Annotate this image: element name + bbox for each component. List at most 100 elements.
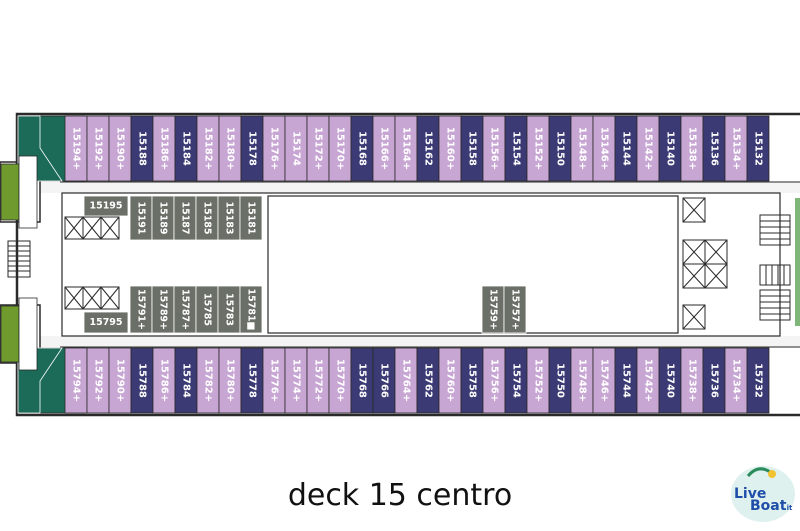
- cabin-15168[interactable]: 15168: [350, 115, 374, 182]
- cabin-15736[interactable]: 15736: [702, 347, 726, 414]
- cabin-15783[interactable]: 15783: [217, 285, 241, 334]
- cabin-15787[interactable]: 15787+: [173, 285, 197, 334]
- cabin-15178[interactable]: 15178: [240, 115, 264, 182]
- cabin-15788[interactable]: 15788: [130, 347, 154, 414]
- service-shaft-top-left: [64, 216, 120, 240]
- cabin-15770[interactable]: 15770+: [328, 347, 352, 414]
- cabin-15750[interactable]: 15750: [548, 347, 572, 414]
- cabin-15195[interactable]: 15195: [83, 195, 129, 217]
- cabin-number-15746: 15746+: [599, 359, 610, 402]
- cabin-15194[interactable]: 15194+: [64, 115, 88, 182]
- cabin-15158[interactable]: 15158: [460, 115, 484, 182]
- cabin-15184[interactable]: 15184: [174, 115, 198, 182]
- cabin-15172[interactable]: 15172+: [306, 115, 330, 182]
- cabin-15148[interactable]: 15148+: [570, 115, 594, 182]
- cabin-number-15187: 15187: [180, 201, 191, 234]
- cabin-number-15190: 15190+: [115, 127, 126, 170]
- cabin-15776[interactable]: 15776+: [262, 347, 286, 414]
- cabin-15186[interactable]: 15186+: [152, 115, 176, 182]
- cabin-15790[interactable]: 15790+: [108, 347, 132, 414]
- cabin-15785[interactable]: 15785: [195, 285, 219, 334]
- service-shaft-bottom-left: [64, 286, 120, 310]
- cabin-15756[interactable]: 15756+: [482, 347, 506, 414]
- cabin-15154[interactable]: 15154: [504, 115, 528, 182]
- cabin-15136[interactable]: 15136: [702, 115, 726, 182]
- cabin-number-15168: 15168: [357, 131, 368, 166]
- cabin-15791[interactable]: 15791+: [129, 285, 153, 334]
- cabin-15198[interactable]: 15198■: [0, 155, 38, 229]
- cabin-15166[interactable]: 15166+: [372, 115, 396, 182]
- cabin-15780[interactable]: 15780+: [218, 347, 242, 414]
- cabin-15156[interactable]: 15156+: [482, 115, 506, 182]
- cabin-15182[interactable]: 15182+: [196, 115, 220, 182]
- cabin-15134[interactable]: 15134+: [724, 115, 748, 182]
- cabin-15152[interactable]: 15152+: [526, 115, 550, 182]
- cabin-15759[interactable]: 15759+: [481, 285, 505, 334]
- cabin-number-15764: 15764+: [401, 359, 412, 402]
- cabin-15758[interactable]: 15758: [460, 347, 484, 414]
- cabin-15192[interactable]: 15192+: [86, 115, 110, 182]
- cabin-15784[interactable]: 15784: [174, 347, 198, 414]
- cabin-15762[interactable]: 15762: [416, 347, 440, 414]
- cabin-15162[interactable]: 15162: [416, 115, 440, 182]
- cabin-15748[interactable]: 15748+: [570, 347, 594, 414]
- cabin-15774[interactable]: 15774+: [284, 347, 308, 414]
- cabin-15191[interactable]: 15191: [129, 195, 153, 241]
- cabin-15180[interactable]: 15180+: [218, 115, 242, 182]
- cabin-15188[interactable]: 15188: [130, 115, 154, 182]
- cabin-15732[interactable]: 15732: [746, 347, 770, 414]
- cabin-15174[interactable]: 15174: [284, 115, 308, 182]
- cabin-15150[interactable]: 15150: [548, 115, 572, 182]
- cabin-15734[interactable]: 15734+: [724, 347, 748, 414]
- cabin-15170[interactable]: 15170+: [328, 115, 352, 182]
- cabin-15146[interactable]: 15146+: [592, 115, 616, 182]
- cabin-15144[interactable]: 15144: [614, 115, 638, 182]
- cabin-15760[interactable]: 15760+: [438, 347, 462, 414]
- cabin-15744[interactable]: 15744: [614, 347, 638, 414]
- cabin-15766[interactable]: 15766: [372, 347, 396, 414]
- cabin-15187[interactable]: 15187: [173, 195, 197, 241]
- cabin-15781[interactable]: 15781■: [239, 285, 263, 334]
- cabin-15782[interactable]: 15782+: [196, 347, 220, 414]
- cabin-15183[interactable]: 15183: [217, 195, 241, 241]
- cabin-15138[interactable]: 15138+: [680, 115, 704, 182]
- cabin-15176[interactable]: 15176+: [262, 115, 286, 182]
- cabin-15742[interactable]: 15742+: [636, 347, 660, 414]
- cabin-15752[interactable]: 15752+: [526, 347, 550, 414]
- cabin-15142[interactable]: 15142+: [636, 115, 660, 182]
- cabin-15786[interactable]: 15786+: [152, 347, 176, 414]
- cabin-15757[interactable]: 15757+: [503, 285, 527, 334]
- cabin-number-15166: 15166+: [379, 127, 390, 170]
- cabin-15798[interactable]: 15798■: [0, 297, 38, 371]
- cabin-15738[interactable]: 15738+: [680, 347, 704, 414]
- cabin-15140[interactable]: 15140: [658, 115, 682, 182]
- cabin-15772[interactable]: 15772+: [306, 347, 330, 414]
- cabin-number-15160: 15160+: [445, 127, 456, 170]
- cabin-15160[interactable]: 15160+: [438, 115, 462, 182]
- cabin-15792[interactable]: 15792+: [86, 347, 110, 414]
- cabin-number-15170: 15170+: [335, 127, 346, 170]
- liveboat-logo: Live Boat .it: [731, 466, 795, 522]
- cabin-15795[interactable]: 15795: [83, 311, 129, 334]
- left-stairs: [7, 240, 31, 278]
- cabin-number-15152: 15152+: [533, 127, 544, 170]
- cabin-15189[interactable]: 15189: [151, 195, 175, 241]
- cabin-15768[interactable]: 15768: [350, 347, 374, 414]
- cabin-15181[interactable]: 15181: [239, 195, 263, 241]
- deck-caption: deck 15 centro: [287, 478, 513, 513]
- cabin-15740[interactable]: 15740: [658, 347, 682, 414]
- cabin-15746[interactable]: 15746+: [592, 347, 616, 414]
- cabin-15789[interactable]: 15789+: [151, 285, 175, 334]
- cabin-15164[interactable]: 15164+: [394, 115, 418, 182]
- cabin-15764[interactable]: 15764+: [394, 347, 418, 414]
- cabin-15778[interactable]: 15778: [240, 347, 264, 414]
- cabin-15132[interactable]: 15132: [746, 115, 770, 182]
- hull-outline: [15, 112, 800, 417]
- cabin-15190[interactable]: 15190+: [108, 115, 132, 182]
- cabin-15794[interactable]: 15794+: [64, 347, 88, 414]
- cabin-number-15195: 15195: [89, 201, 122, 212]
- cabin-15185[interactable]: 15185: [195, 195, 219, 241]
- cabin-15754[interactable]: 15754: [504, 347, 528, 414]
- cabin-number-15158: 15158: [467, 131, 478, 166]
- cabin-number-15191: 15191: [136, 201, 147, 234]
